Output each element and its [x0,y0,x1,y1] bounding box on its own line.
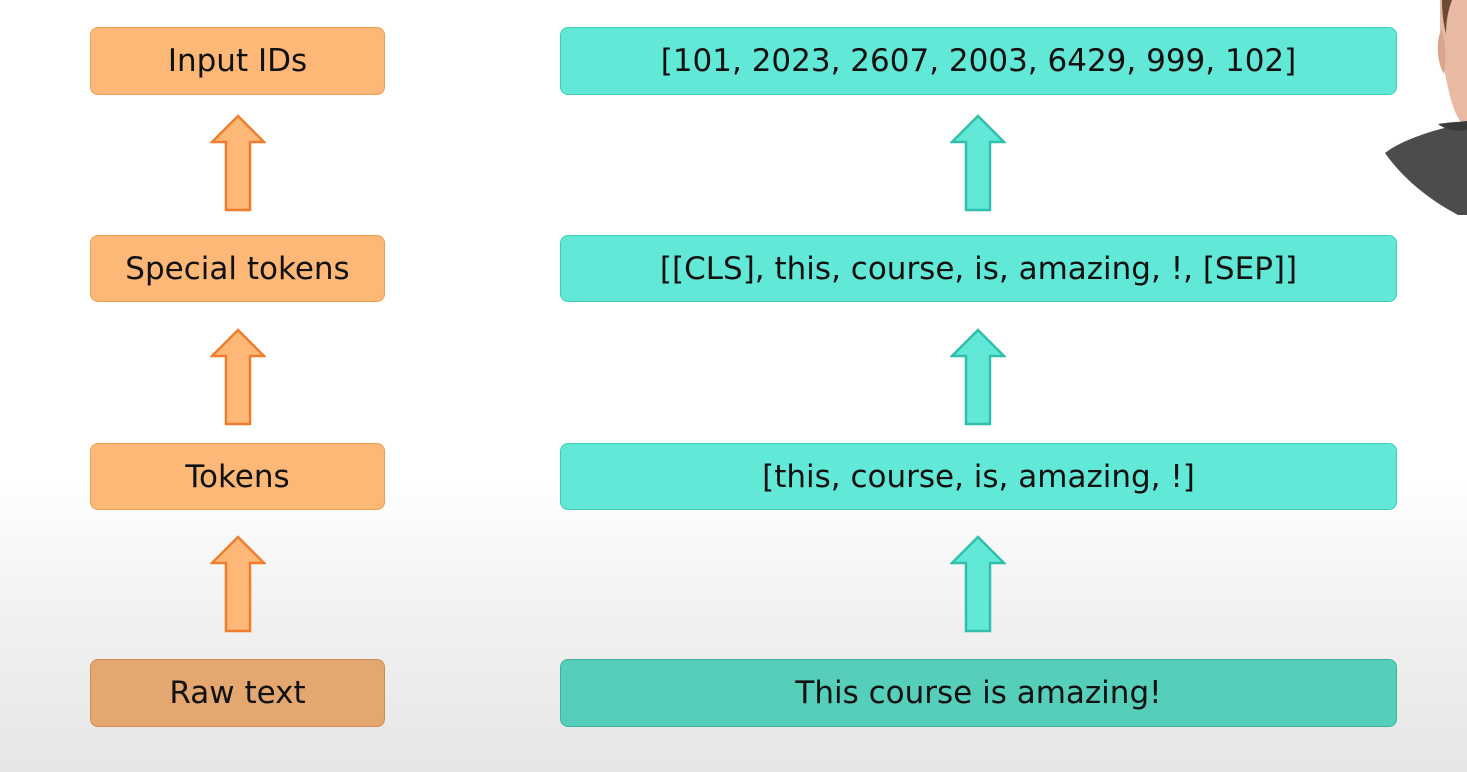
up-arrow-icon [950,328,1006,426]
stage-label-raw-text: Raw text [90,659,385,727]
stage-value-input-ids: [101, 2023, 2607, 2003, 6429, 999, 102] [560,27,1397,95]
stage-value-tokens: [this, course, is, amazing, !] [560,443,1397,510]
stage-label-tokens: Tokens [90,443,385,510]
stage-label-input-ids: Input IDs [90,27,385,95]
up-arrow-icon [210,328,266,426]
up-arrow-icon [950,535,1006,633]
up-arrow-icon [210,535,266,633]
up-arrow-icon [950,114,1006,212]
stage-value-special-tokens: [[CLS], this, course, is, amazing, !, [S… [560,235,1397,302]
up-arrow-icon [210,114,266,212]
stage-label-special-tokens: Special tokens [90,235,385,302]
presenter-webcam [1380,0,1467,215]
stage-value-raw-text: This course is amazing! [560,659,1397,727]
